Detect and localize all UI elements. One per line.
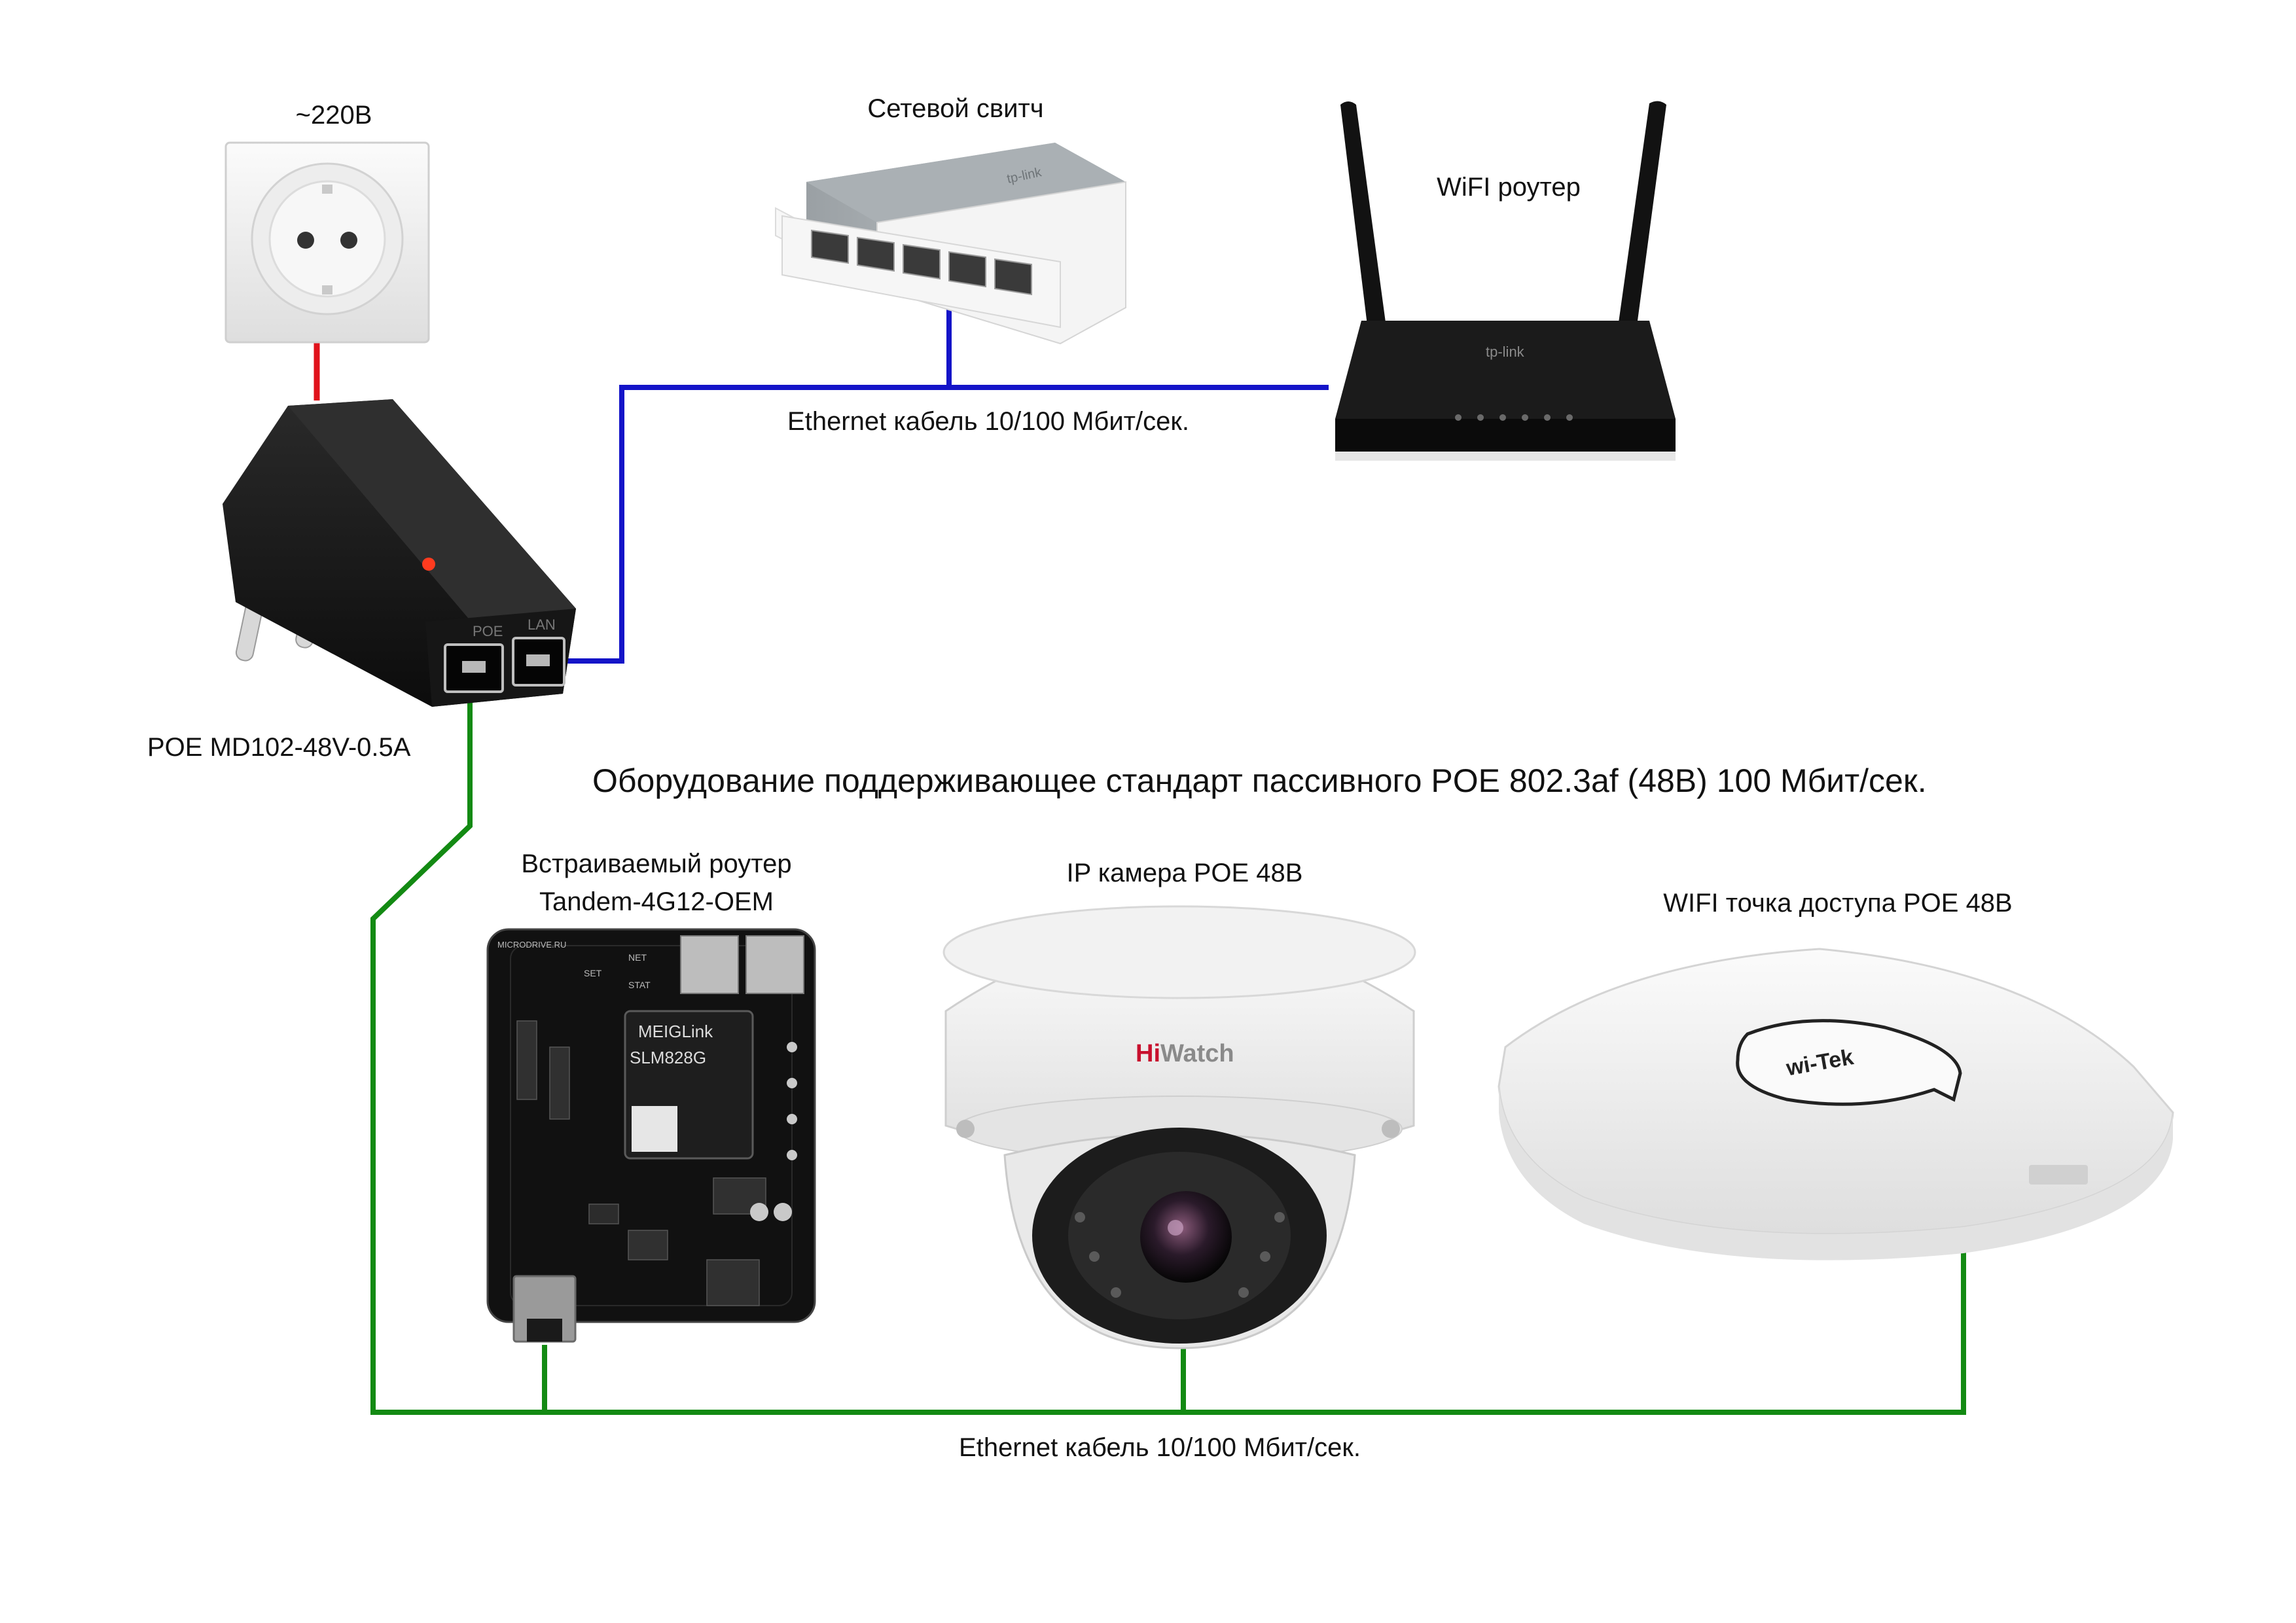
wall-socket xyxy=(224,141,430,344)
board-brand: MICRODRIVE.RU xyxy=(497,940,566,950)
embedded-router-label-line1: Встраиваемый роутер xyxy=(521,849,792,878)
network-switch: tp-link xyxy=(775,143,1126,345)
camera-label: IP камера POE 48В xyxy=(1066,859,1303,887)
camera-brand-hi: Hi xyxy=(1136,1040,1160,1067)
board-stat: STAT xyxy=(628,980,651,990)
module-brand: MEIGLink xyxy=(638,1022,713,1041)
board-set: SET xyxy=(584,968,602,978)
poe-injector-label: POE MD102-48V-0.5A xyxy=(147,733,411,762)
access-point-label: WIFI точка доступа POE 48В xyxy=(1663,889,2013,918)
wifi-access-point: wi-Tek xyxy=(1498,948,2174,1260)
ip-dome-camera: HiWatch xyxy=(942,905,1416,1349)
switch-label: Сетевой свитч xyxy=(867,94,1044,123)
ethernet-upstream-wire xyxy=(530,274,1329,664)
router-brand: tp-link xyxy=(1486,344,1525,360)
router-label: WiFI роутер xyxy=(1437,173,1581,202)
svg-text:HiWatch: HiWatch xyxy=(1136,1040,1234,1067)
lan-port-label: LAN xyxy=(528,616,556,633)
poe-injector: POE LAN xyxy=(223,399,576,707)
poe-port-label: POE xyxy=(473,623,503,639)
wifi-router: tp-link xyxy=(1335,101,1676,461)
embedded-router-label-line2: Tandem-4G12-OEM xyxy=(539,887,774,916)
ethernet-poe-wire xyxy=(370,661,1966,1415)
board-net: NET xyxy=(628,952,647,963)
cable-bottom-label: Ethernet кабель 10/100 Мбит/сек. xyxy=(959,1433,1361,1462)
standard-title: Оборудование поддерживающее стандарт пас… xyxy=(592,762,1927,799)
embedded-router-board: MEIGLink SLM828G MICRODRIVE.RU NET STAT … xyxy=(486,928,816,1343)
socket-label: ~220В xyxy=(295,101,372,130)
cable-top-label: Ethernet кабель 10/100 Мбит/сек. xyxy=(787,407,1189,436)
module-model: SLM828G xyxy=(630,1048,706,1067)
camera-brand-watch: Watch xyxy=(1160,1040,1234,1067)
